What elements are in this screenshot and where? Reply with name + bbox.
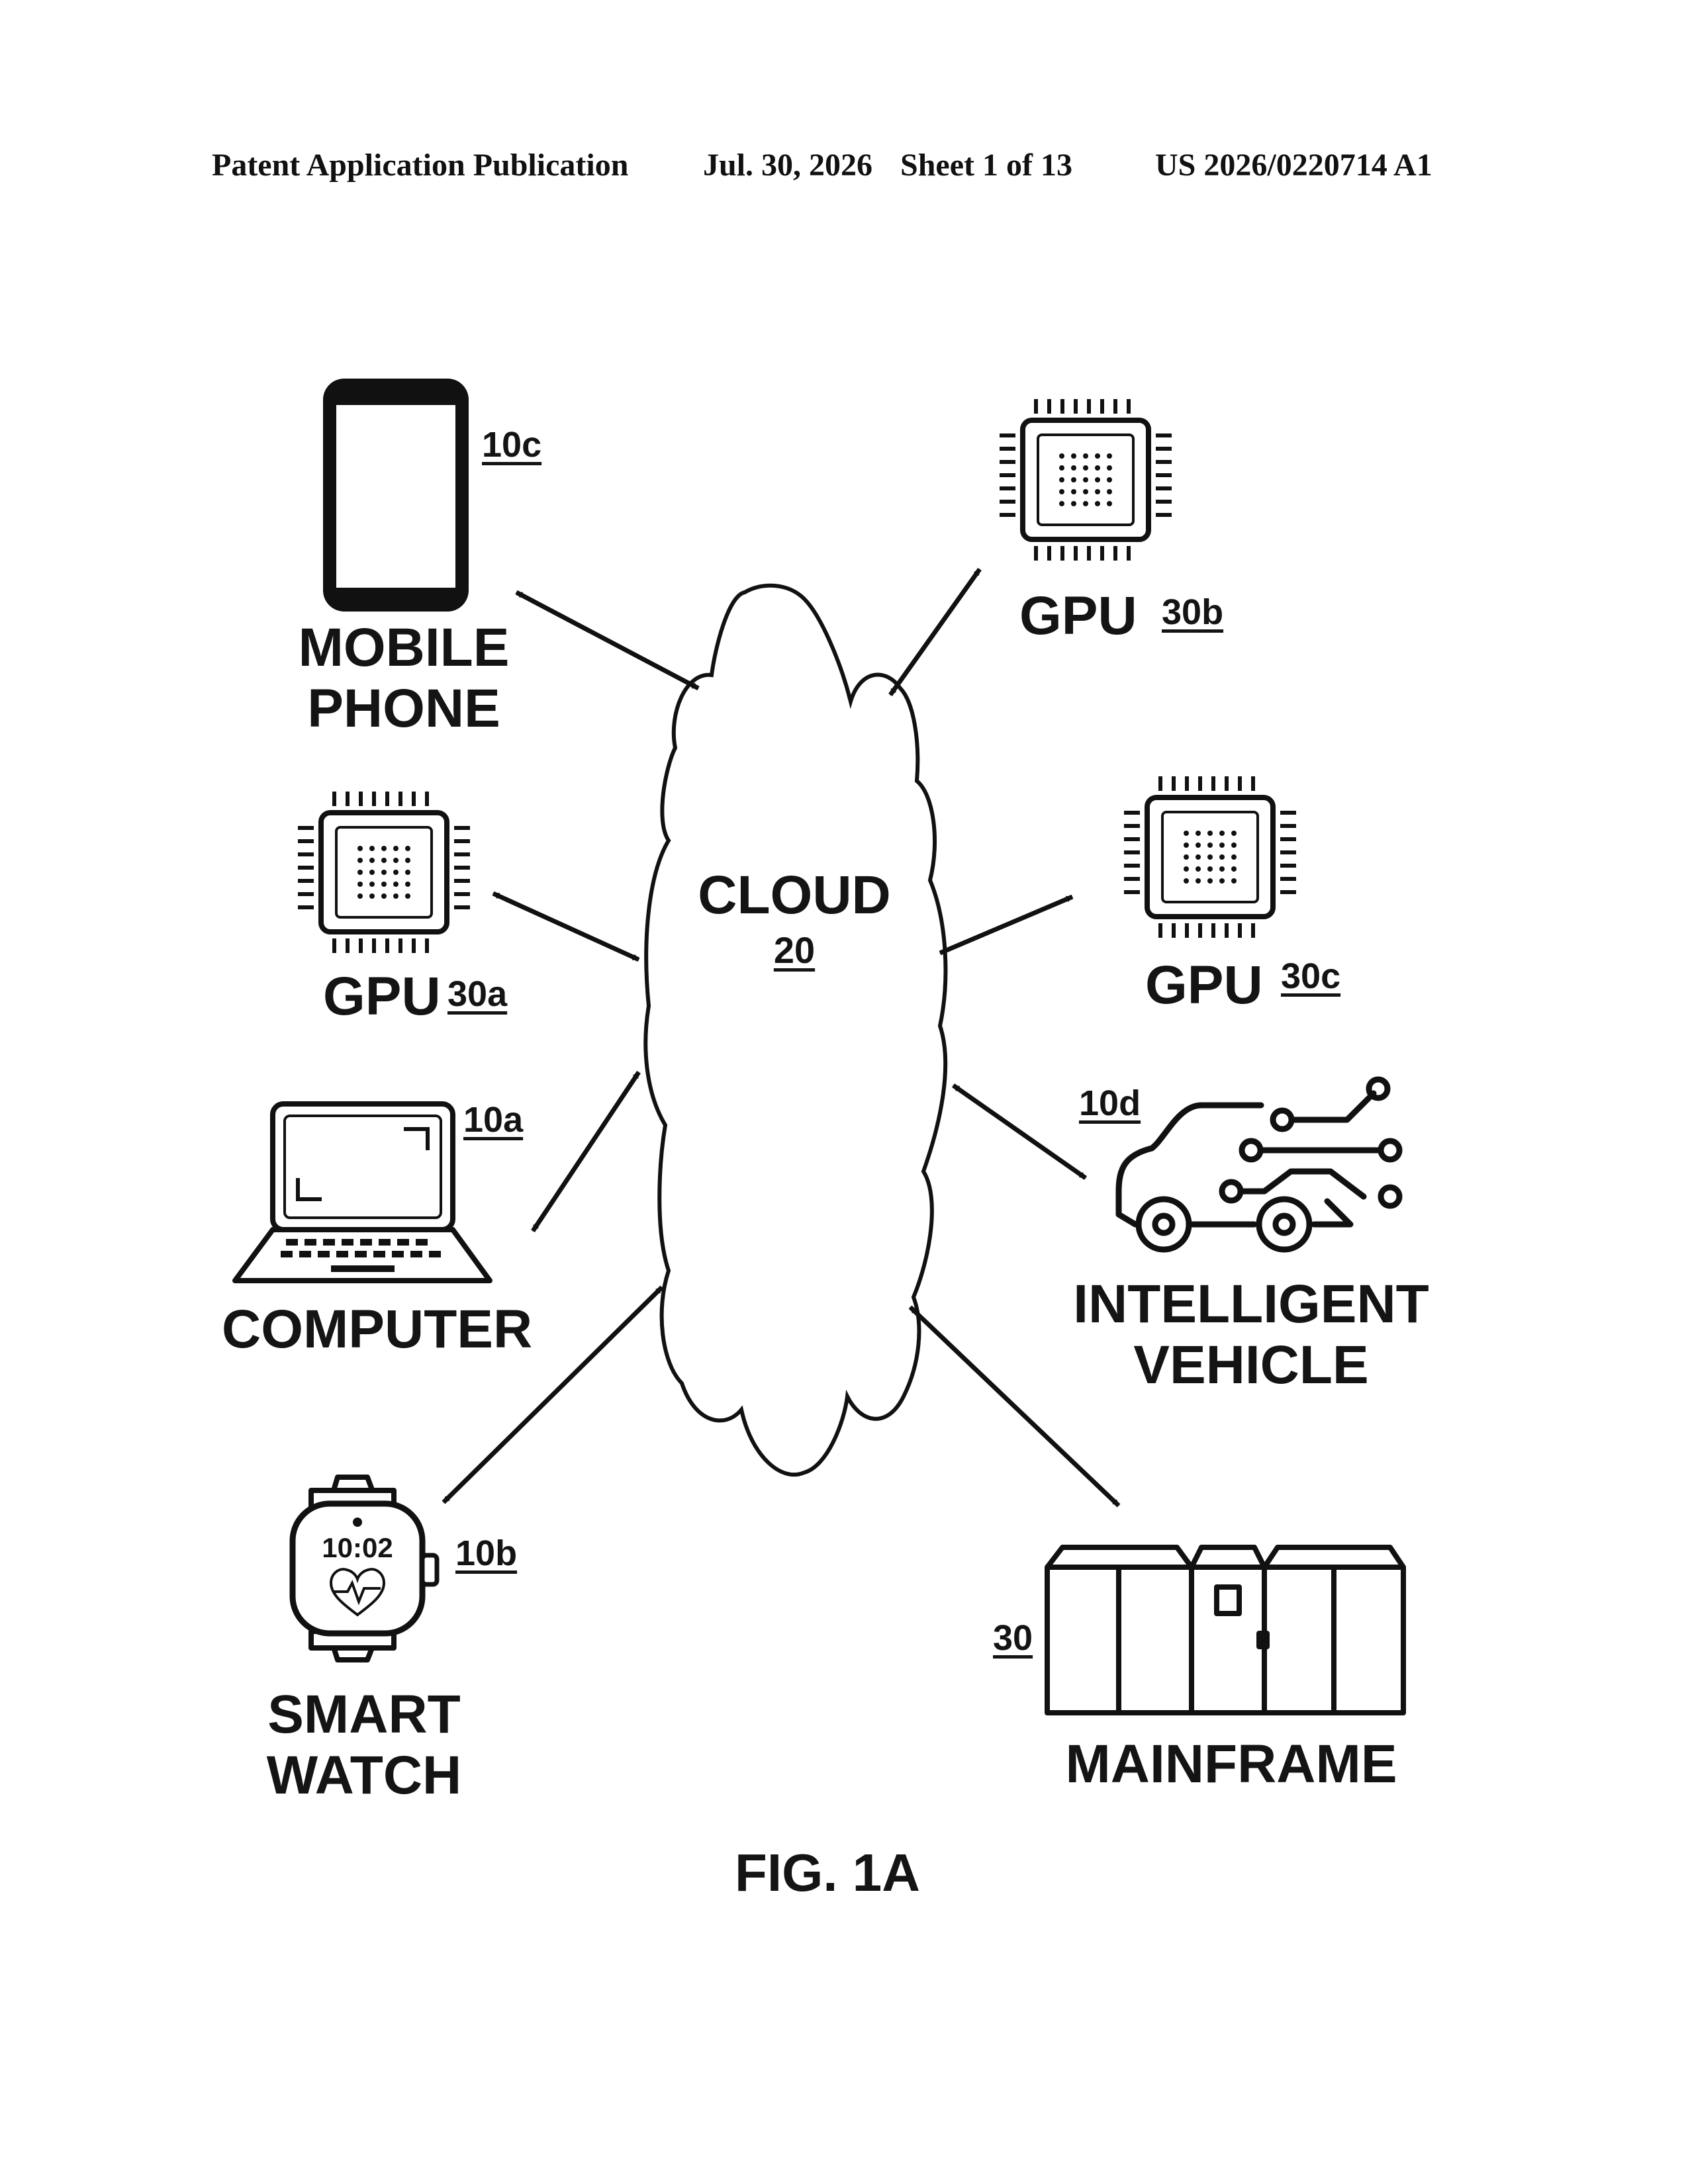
mobile-phone-icon bbox=[323, 379, 469, 612]
publication-header-sheet: Sheet 1 of 13 bbox=[900, 147, 1072, 183]
arrow-gpu-30c bbox=[940, 897, 1072, 953]
gpu-30c-chip-icon bbox=[1124, 776, 1296, 938]
smart-watch-icon bbox=[293, 1477, 437, 1660]
cloud-label: CLOUD bbox=[662, 868, 927, 923]
gpu-30b-label: GPU bbox=[1019, 589, 1137, 643]
gpu-30a-chip-icon bbox=[298, 792, 470, 953]
publication-header-number: US 2026/0220714 A1 bbox=[1155, 147, 1432, 183]
mainframe-icon bbox=[1047, 1547, 1403, 1713]
mainframe-label: MAINFRAME bbox=[1033, 1737, 1430, 1792]
gpu-30b-ref-number: 30b bbox=[1162, 594, 1223, 630]
arrow-gpu-30b bbox=[890, 569, 980, 695]
vehicle-label-line2: VEHICLE bbox=[1053, 1338, 1450, 1392]
smart-watch-ref-number: 10b bbox=[455, 1535, 517, 1571]
gpu-30b-chip-icon bbox=[1000, 399, 1172, 561]
computer-label: COMPUTER bbox=[222, 1302, 532, 1357]
figure-label: FIG. 1A bbox=[662, 1846, 993, 1899]
cloud-ref-number: 20 bbox=[728, 932, 861, 969]
gpu-30a-label: GPU bbox=[323, 970, 441, 1024]
smart-watch-label-line2: WATCH bbox=[218, 1749, 510, 1803]
smart-watch-label-line1: SMART bbox=[218, 1688, 510, 1742]
publication-header-title: Patent Application Publication bbox=[212, 147, 628, 183]
vehicle-label-line1: INTELLIGENT bbox=[1053, 1277, 1450, 1332]
gpu-30c-label: GPU bbox=[1145, 958, 1263, 1013]
arrow-mobile-phone bbox=[516, 592, 698, 688]
arrow-mainframe bbox=[910, 1307, 1119, 1506]
computer-ref-number: 10a bbox=[463, 1102, 523, 1138]
publication-header-date: Jul. 30, 2026 bbox=[703, 147, 872, 183]
intelligent-vehicle-icon bbox=[1119, 1079, 1399, 1250]
mobile-phone-label-line2: PHONE bbox=[265, 682, 543, 736]
mobile-phone-label-line1: MOBILE bbox=[265, 621, 543, 675]
arrow-gpu-30a bbox=[493, 893, 639, 960]
arrow-vehicle bbox=[953, 1085, 1086, 1178]
mobile-phone-ref-number: 10c bbox=[482, 427, 541, 463]
laptop-icon bbox=[235, 1104, 490, 1281]
cloud-shape bbox=[645, 586, 945, 1475]
mainframe-ref-number: 30 bbox=[993, 1620, 1033, 1656]
smart-watch-time: 10:02 bbox=[305, 1534, 410, 1562]
gpu-30a-ref-number: 30a bbox=[447, 976, 507, 1012]
gpu-30c-ref-number: 30c bbox=[1281, 958, 1340, 994]
arrow-computer bbox=[533, 1072, 639, 1231]
vehicle-ref-number: 10d bbox=[1079, 1085, 1141, 1121]
